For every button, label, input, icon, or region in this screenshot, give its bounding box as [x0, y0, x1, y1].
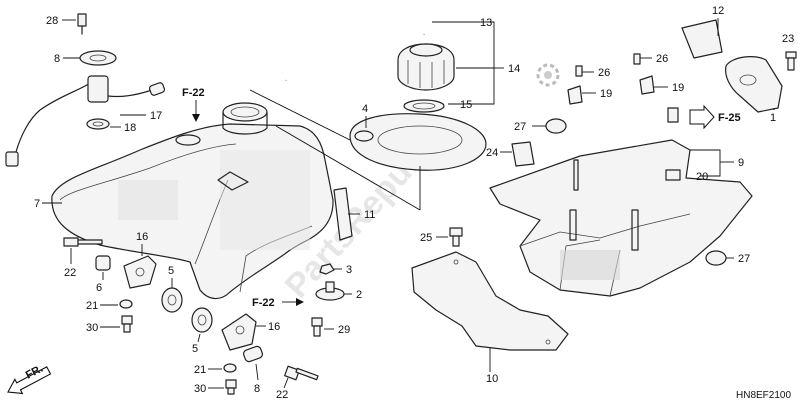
- grommet-27a: [545, 118, 567, 134]
- stay-16a: [123, 255, 157, 289]
- callout-30b: 30: [194, 383, 206, 395]
- callout-3: 3: [346, 264, 352, 276]
- collar-8b: [243, 345, 263, 363]
- bolt-30b: [225, 379, 237, 395]
- ref-f22-top: F-22: [182, 87, 205, 99]
- clip-19b: [639, 75, 655, 95]
- callout-13: 13: [480, 17, 492, 29]
- stay-16b: [221, 313, 257, 351]
- reference-arrow-icon: [296, 298, 304, 306]
- callout-1: 1: [770, 112, 776, 124]
- bolt-22: [63, 237, 103, 247]
- diagram-code: HN8EF2100: [736, 390, 791, 401]
- callout-22: 22: [64, 267, 76, 279]
- front-arrow-icon: [7, 366, 52, 395]
- filler-ring-4: [349, 113, 487, 171]
- callout-5a: 5: [168, 265, 174, 277]
- reference-arrow-icon: [689, 104, 715, 130]
- callout-26b: 26: [656, 53, 668, 65]
- callout-8: 8: [54, 53, 60, 65]
- callout-22b: 22: [276, 389, 288, 401]
- tank-strap-11: [333, 187, 353, 241]
- bolt-22b: [284, 365, 319, 381]
- plate-10: [411, 251, 569, 351]
- callout-18: 18: [124, 122, 136, 134]
- callout-12: 12: [712, 5, 724, 17]
- ref-f22-bottom: F-22: [252, 297, 275, 309]
- callout-16b: 16: [268, 321, 280, 333]
- callout-6: 6: [96, 282, 102, 294]
- washer-21a: [119, 299, 133, 309]
- bolt-29: [311, 317, 323, 337]
- reference-arrow-icon: [192, 114, 200, 122]
- ref-f25: F-25: [718, 112, 741, 124]
- callout-19b: 19: [672, 82, 684, 94]
- callout-15: 15: [460, 99, 472, 111]
- callout-23: 23: [782, 33, 794, 45]
- callout-14: 14: [508, 63, 520, 75]
- clip-f25: [667, 107, 679, 123]
- callout-10: 10: [486, 373, 498, 385]
- callout-29: 29: [338, 324, 350, 336]
- screw-26b: [633, 53, 641, 65]
- callout-26a: 26: [598, 67, 610, 79]
- grommet-27b: [705, 250, 727, 266]
- callout-4: 4: [362, 103, 368, 115]
- breather-hose-13: [284, 6, 426, 81]
- callout-2: 2: [356, 289, 362, 301]
- clip-19a: [567, 85, 583, 105]
- clamp-24: [511, 141, 535, 167]
- screw-26a: [575, 65, 583, 77]
- callout-24: 24: [486, 147, 498, 159]
- callout-17: 17: [150, 110, 162, 122]
- under-tray-9: [489, 139, 753, 297]
- callout-9: 9: [738, 157, 744, 169]
- callout-25: 25: [420, 232, 432, 244]
- fuel-cap-14: [397, 43, 455, 91]
- callout-11: 11: [364, 209, 375, 221]
- collar-6: [95, 255, 111, 271]
- gasket-15: [403, 99, 445, 113]
- callout-8b: 8: [254, 383, 260, 395]
- fuel-pump-assembly: [5, 13, 166, 167]
- bracket-1: [725, 56, 783, 113]
- bolt-23: [785, 51, 797, 71]
- callout-30a: 30: [86, 322, 98, 334]
- callout-7: 7: [34, 198, 40, 210]
- bolt-30a: [121, 315, 133, 333]
- callout-16a: 16: [136, 231, 148, 243]
- callout-20: 20: [696, 171, 708, 183]
- bolt-25: [449, 227, 463, 247]
- stay-12: [681, 19, 723, 59]
- callout-19a: 19: [600, 88, 612, 100]
- callout-5b: 5: [192, 343, 198, 355]
- rubber-5a: [161, 287, 183, 313]
- callout-27b: 27: [738, 253, 750, 265]
- gear-icon: [536, 63, 560, 87]
- sensor-2: [315, 281, 345, 301]
- nut-3: [319, 263, 335, 275]
- fuel-tank: [51, 102, 334, 300]
- clip-20: [665, 169, 681, 181]
- rubber-5b: [191, 307, 213, 333]
- callout-27a: 27: [514, 121, 526, 133]
- callout-21a: 21: [86, 300, 98, 312]
- callout-21b: 21: [194, 364, 206, 376]
- callout-28: 28: [46, 15, 58, 27]
- washer-21b: [223, 363, 237, 373]
